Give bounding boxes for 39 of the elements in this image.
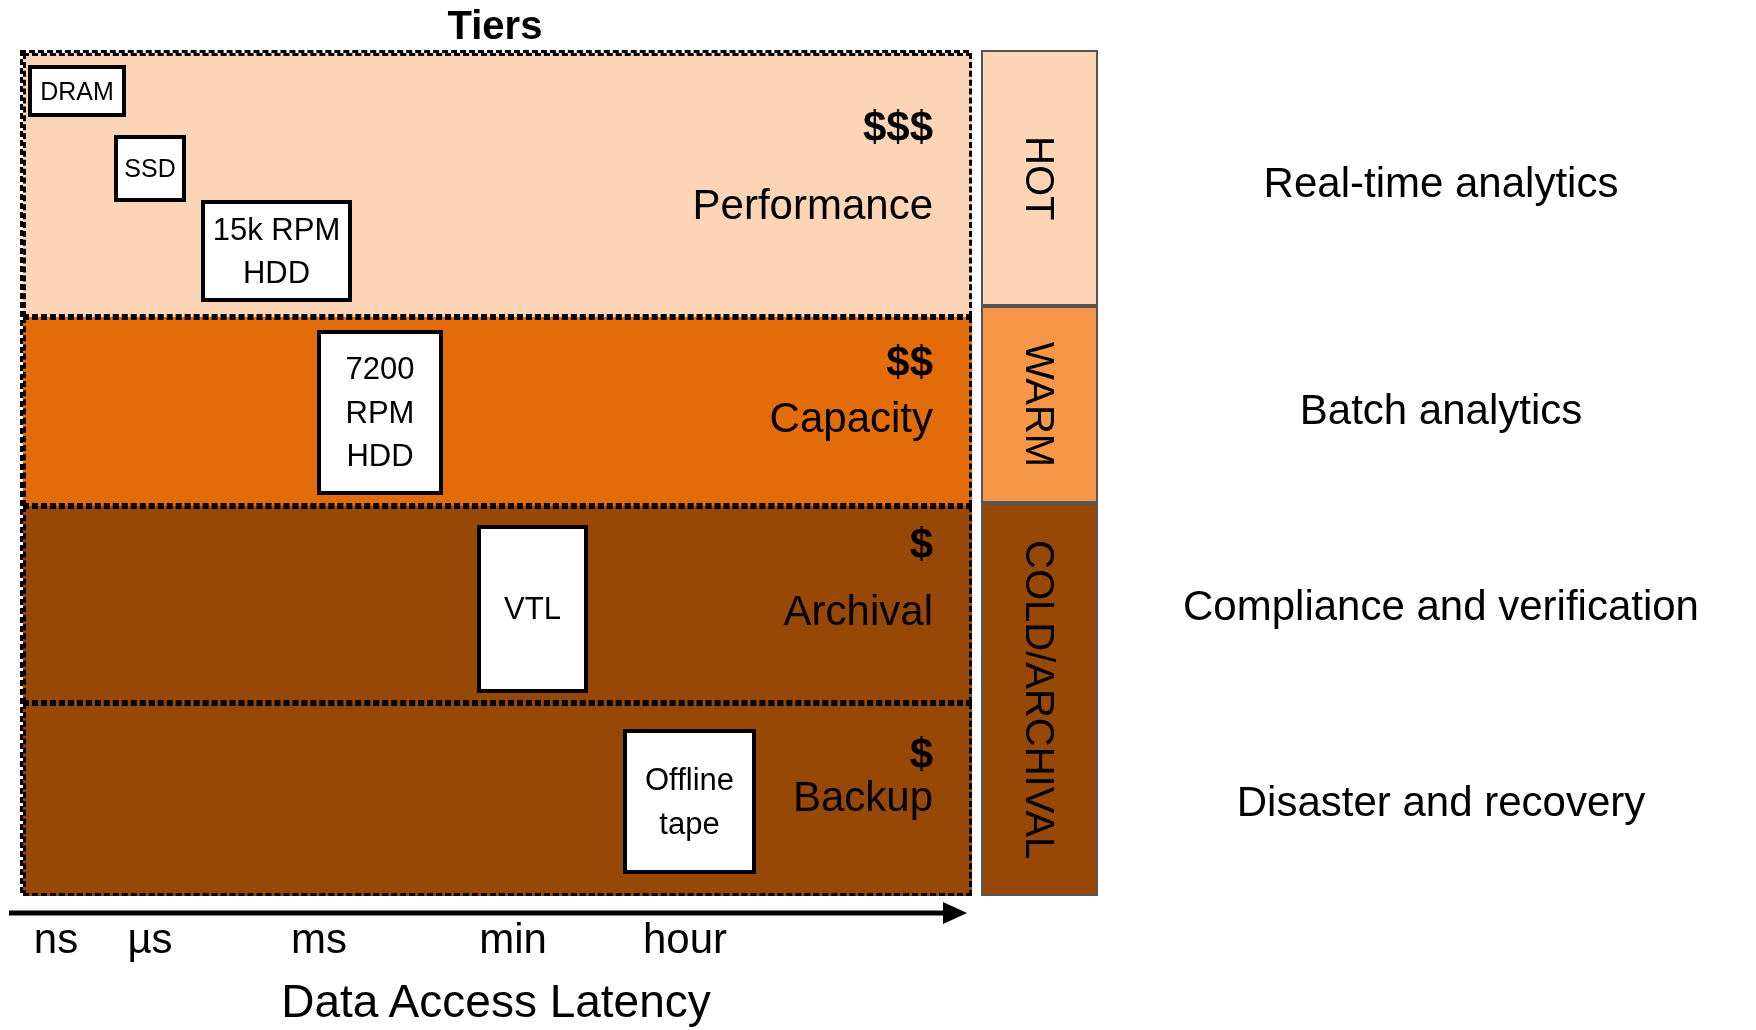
tier-name: Archival xyxy=(783,587,933,635)
axis-tick-label: ns xyxy=(33,913,79,964)
axis-tick-label: min xyxy=(479,913,547,964)
device-label: VTL xyxy=(503,590,562,629)
use-case-label: Disaster and recovery xyxy=(1236,776,1646,827)
tier-band xyxy=(23,53,972,317)
storage-box xyxy=(28,65,126,117)
device-label: Offline tape xyxy=(643,761,735,843)
axis-tick-label: µs xyxy=(127,913,173,964)
temperature-bar xyxy=(981,306,1098,503)
storage-box xyxy=(317,330,443,495)
temperature-label: WARM xyxy=(1017,341,1062,468)
tier-band xyxy=(23,317,972,506)
storage-box xyxy=(201,200,352,302)
temperature-label: HOT xyxy=(1017,135,1062,221)
temperature-label: COLD/ARCHIVAL xyxy=(1017,539,1062,860)
storage-box xyxy=(477,525,588,693)
frame-title: Tiers xyxy=(446,3,544,48)
device-label: DRAM xyxy=(39,75,115,107)
storage-box xyxy=(623,729,756,874)
temperature-bar xyxy=(981,50,1098,306)
tier-band xyxy=(23,703,972,896)
device-label: 15k RPM HDD xyxy=(211,210,342,292)
device-label: SSD xyxy=(123,153,177,184)
temperature-bar xyxy=(981,503,1098,896)
axis-tick-label: ms xyxy=(291,913,347,964)
storage-box xyxy=(114,135,186,202)
tier-band xyxy=(23,506,972,703)
cost-symbol: $$$ xyxy=(862,103,933,151)
device-label: 7200 RPM HDD xyxy=(344,350,416,476)
use-case-label: Batch analytics xyxy=(1299,384,1583,435)
use-case-label: Real-time analytics xyxy=(1263,157,1619,208)
axis-tick-label: hour xyxy=(642,913,728,964)
cost-symbol: $ xyxy=(909,520,933,568)
tier-name: Performance xyxy=(692,181,933,229)
use-case-label: Compliance and verification xyxy=(1183,580,1699,631)
axis-title: Data Access Latency xyxy=(281,974,711,1030)
tier-name: Capacity xyxy=(769,394,933,442)
cost-symbol: $$ xyxy=(886,338,933,386)
